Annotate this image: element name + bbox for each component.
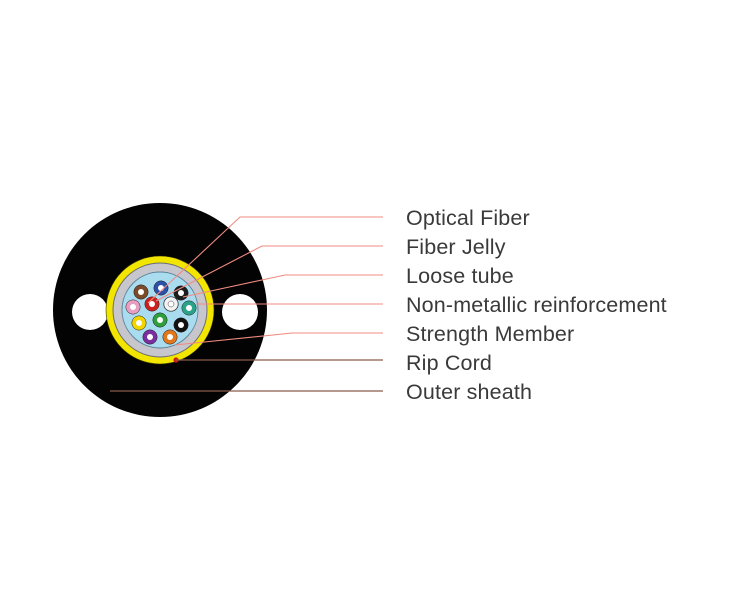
label-optical-fiber: Optical Fiber — [406, 206, 530, 230]
fiber-black-2 — [173, 317, 189, 333]
fiber-aqua — [181, 300, 197, 316]
fiber-yellow — [131, 315, 147, 331]
label-non-metallic-reinforcement: Non-metallic reinforcement — [406, 293, 667, 317]
fiber-red — [144, 296, 160, 312]
fiber-violet — [142, 329, 158, 345]
label-outer-sheath: Outer sheath — [406, 380, 532, 404]
leader-line-loose-tube — [182, 274, 383, 298]
fiber-blue — [153, 280, 169, 296]
label-fiber-jelly: Fiber Jelly — [406, 235, 506, 259]
leader-line-fiber-jelly — [155, 245, 383, 302]
strength-member-left — [72, 294, 108, 330]
fiber-brown — [133, 284, 149, 300]
optical-fiber-group — [125, 280, 197, 345]
strength-member-right — [222, 294, 258, 330]
label-strength-member: Strength Member — [406, 322, 574, 346]
fiber-white — [163, 296, 179, 312]
fiber-orange — [162, 329, 178, 345]
leader-line-optical-fiber — [147, 216, 383, 304]
fiber-pink — [125, 299, 141, 315]
leader-line-strength-member — [174, 332, 383, 346]
label-rip-cord: Rip Cord — [406, 351, 492, 375]
fiber-green — [152, 312, 168, 328]
label-loose-tube: Loose tube — [406, 264, 514, 288]
